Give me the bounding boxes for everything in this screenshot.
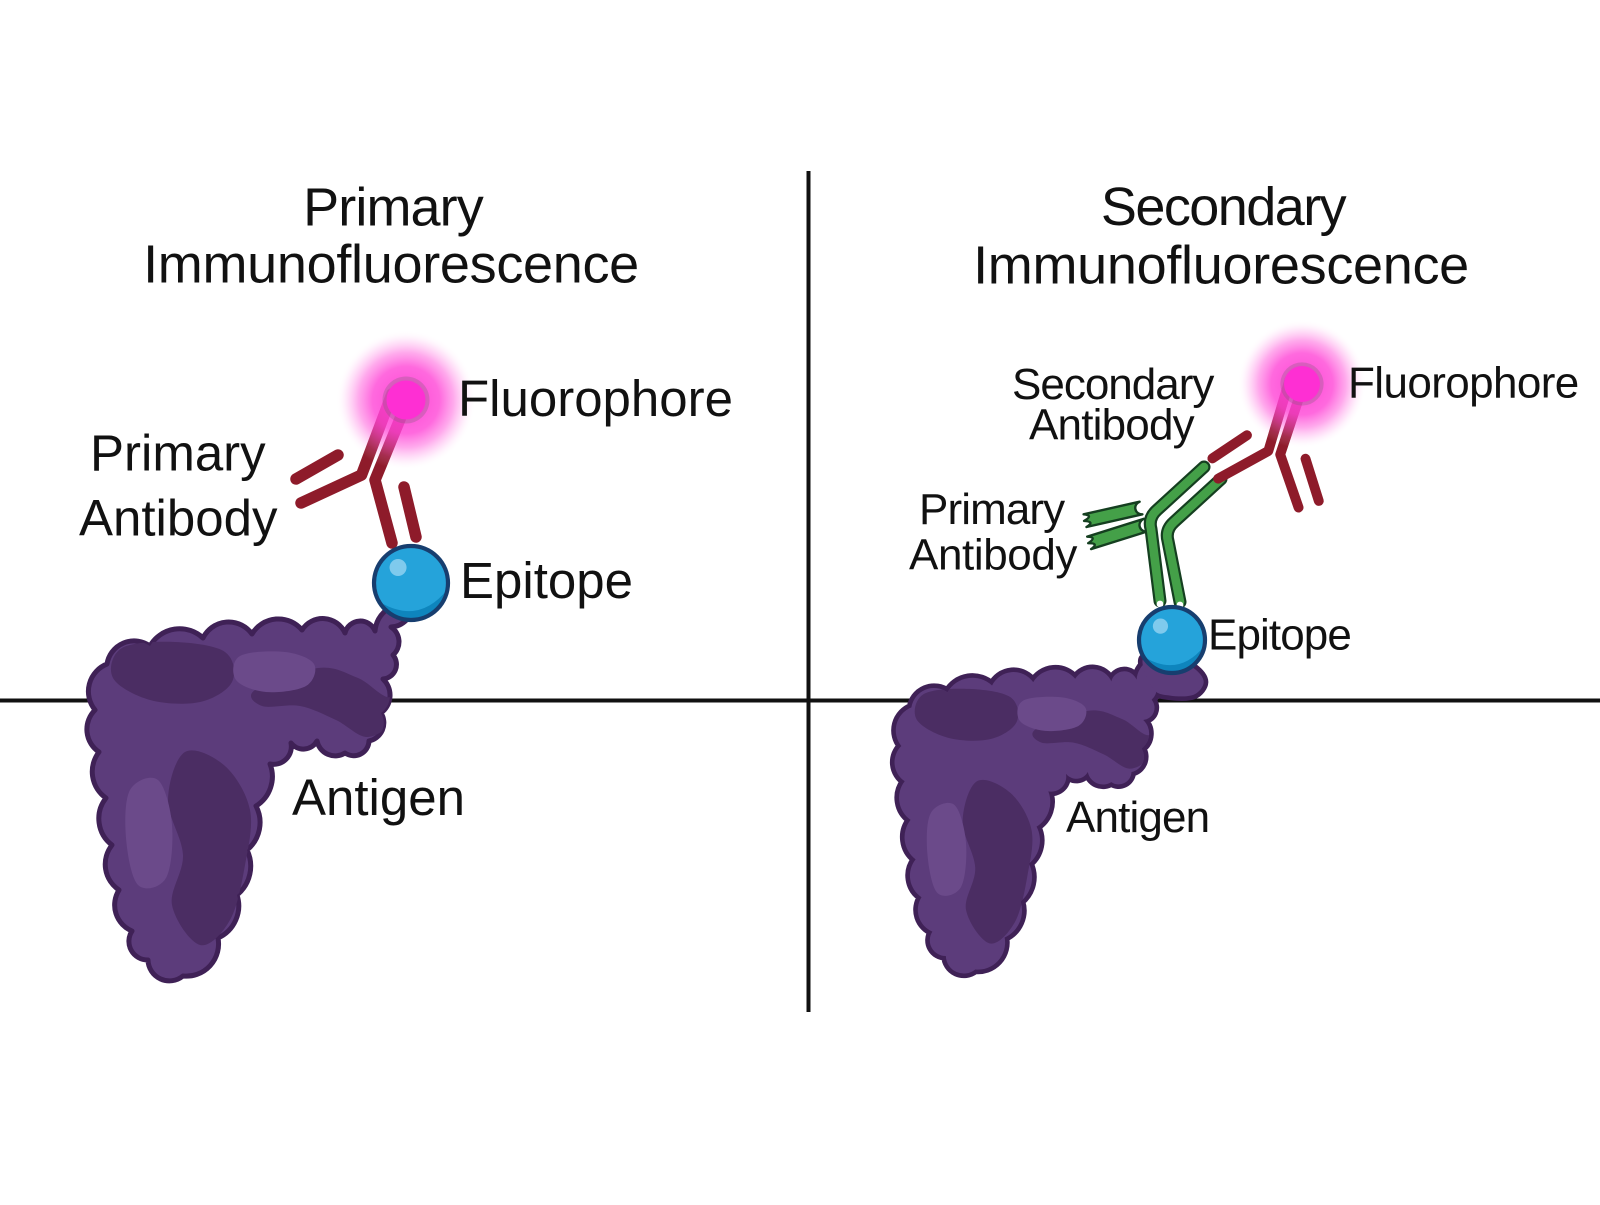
svg-text:Primary: Primary (303, 178, 484, 238)
svg-text:Secondary: Secondary (1101, 177, 1347, 237)
svg-text:Secondary: Secondary (1012, 360, 1214, 409)
svg-text:Fluorophore: Fluorophore (1348, 358, 1579, 407)
svg-text:Primary: Primary (919, 485, 1065, 534)
svg-text:Epitope: Epitope (460, 552, 633, 609)
svg-text:Primary: Primary (90, 425, 266, 482)
svg-text:Immunofluorescence: Immunofluorescence (143, 235, 639, 295)
svg-text:Epitope: Epitope (1208, 611, 1351, 660)
svg-text:Immunofluorescence: Immunofluorescence (973, 235, 1469, 295)
svg-text:Fluorophore: Fluorophore (458, 370, 733, 427)
svg-text:Antibody: Antibody (1029, 401, 1195, 450)
svg-text:Antigen: Antigen (292, 769, 465, 826)
svg-text:Antigen: Antigen (1066, 793, 1209, 842)
svg-text:Antibody: Antibody (79, 490, 278, 547)
svg-text:Antibody: Antibody (909, 531, 1077, 580)
